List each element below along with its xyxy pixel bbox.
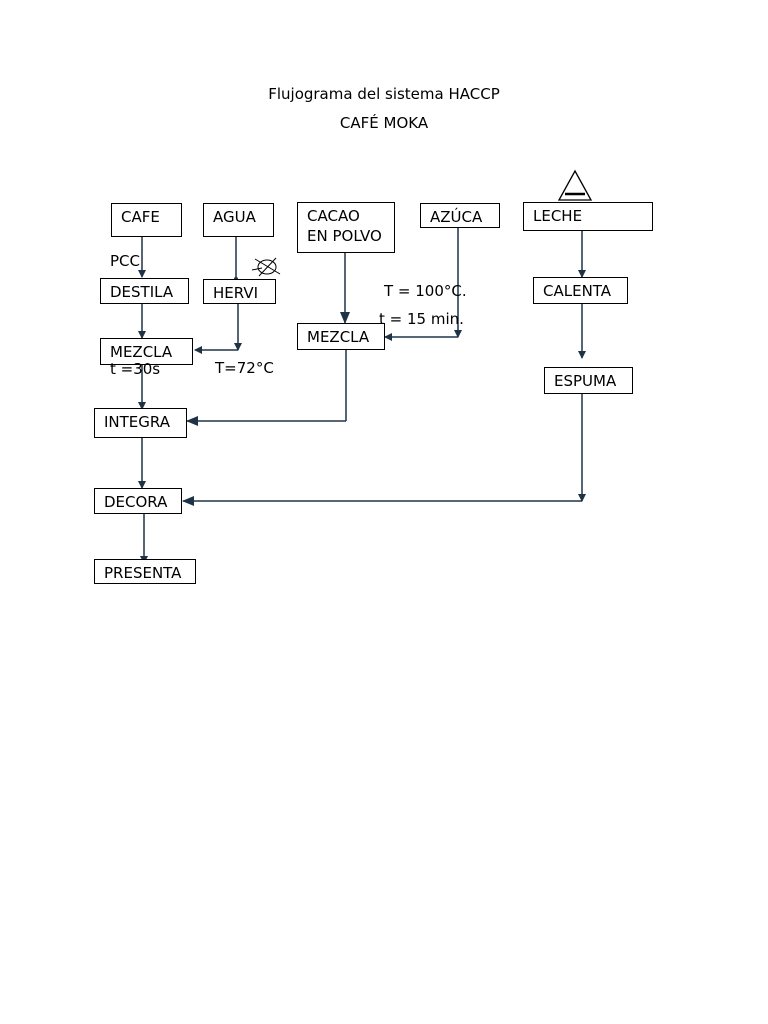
node-integra-label: INTEGRA: [104, 413, 170, 431]
node-cafe: CAFE: [111, 203, 182, 237]
crossed-circle-icon: [251, 257, 281, 277]
node-destila: DESTILA: [100, 278, 189, 304]
node-cacao-label-1: CACAO: [307, 207, 360, 225]
node-integra: INTEGRA: [94, 408, 187, 438]
node-agua: AGUA: [203, 203, 274, 237]
temperature-72-label: T=72°C: [215, 359, 274, 377]
time-30-label: t =30s: [110, 360, 161, 378]
node-decora: DECORA: [94, 488, 182, 514]
node-destila-label: DESTILA: [110, 283, 174, 301]
node-mezcla-cacao: MEZCLA: [297, 323, 385, 350]
node-leche: LECHE: [523, 202, 653, 231]
page-subtitle: CAFÉ MOKA: [339, 114, 429, 132]
temperature-100-label: T = 100°C.: [384, 282, 467, 300]
node-calenta-label: CALENTA: [543, 282, 612, 300]
node-azucar: AZÚCA: [420, 203, 500, 228]
node-calenta: CALENTA: [533, 277, 628, 304]
node-espuma: ESPUMA: [544, 367, 633, 394]
node-hervi-label: HERVI: [213, 284, 259, 302]
node-cafe-label: CAFE: [121, 208, 160, 226]
time-15-label: t = 15 min.: [379, 310, 464, 328]
warning-triangle-icon: [557, 169, 593, 201]
node-azucar-label: AZÚCA: [430, 208, 483, 226]
node-decora-label: DECORA: [104, 493, 168, 511]
node-leche-label: LECHE: [533, 207, 583, 225]
node-presenta: PRESENTA: [94, 559, 196, 584]
page-title: Flujograma del sistema HACCP: [268, 85, 500, 103]
node-presenta-label: PRESENTA: [104, 564, 182, 582]
node-mezcla-cafe-label: MEZCLA: [110, 343, 173, 361]
node-cacao: CACAO EN POLVO: [297, 202, 395, 253]
node-espuma-label: ESPUMA: [554, 372, 617, 390]
node-mezcla-cacao-label: MEZCLA: [307, 328, 370, 346]
node-agua-label: AGUA: [213, 208, 256, 226]
pcc-label: PCC: [110, 252, 140, 270]
node-hervi: HERVI: [203, 279, 276, 304]
node-mezcla-cafe: MEZCLA: [100, 338, 193, 365]
node-cacao-label-2: EN POLVO: [307, 227, 382, 245]
